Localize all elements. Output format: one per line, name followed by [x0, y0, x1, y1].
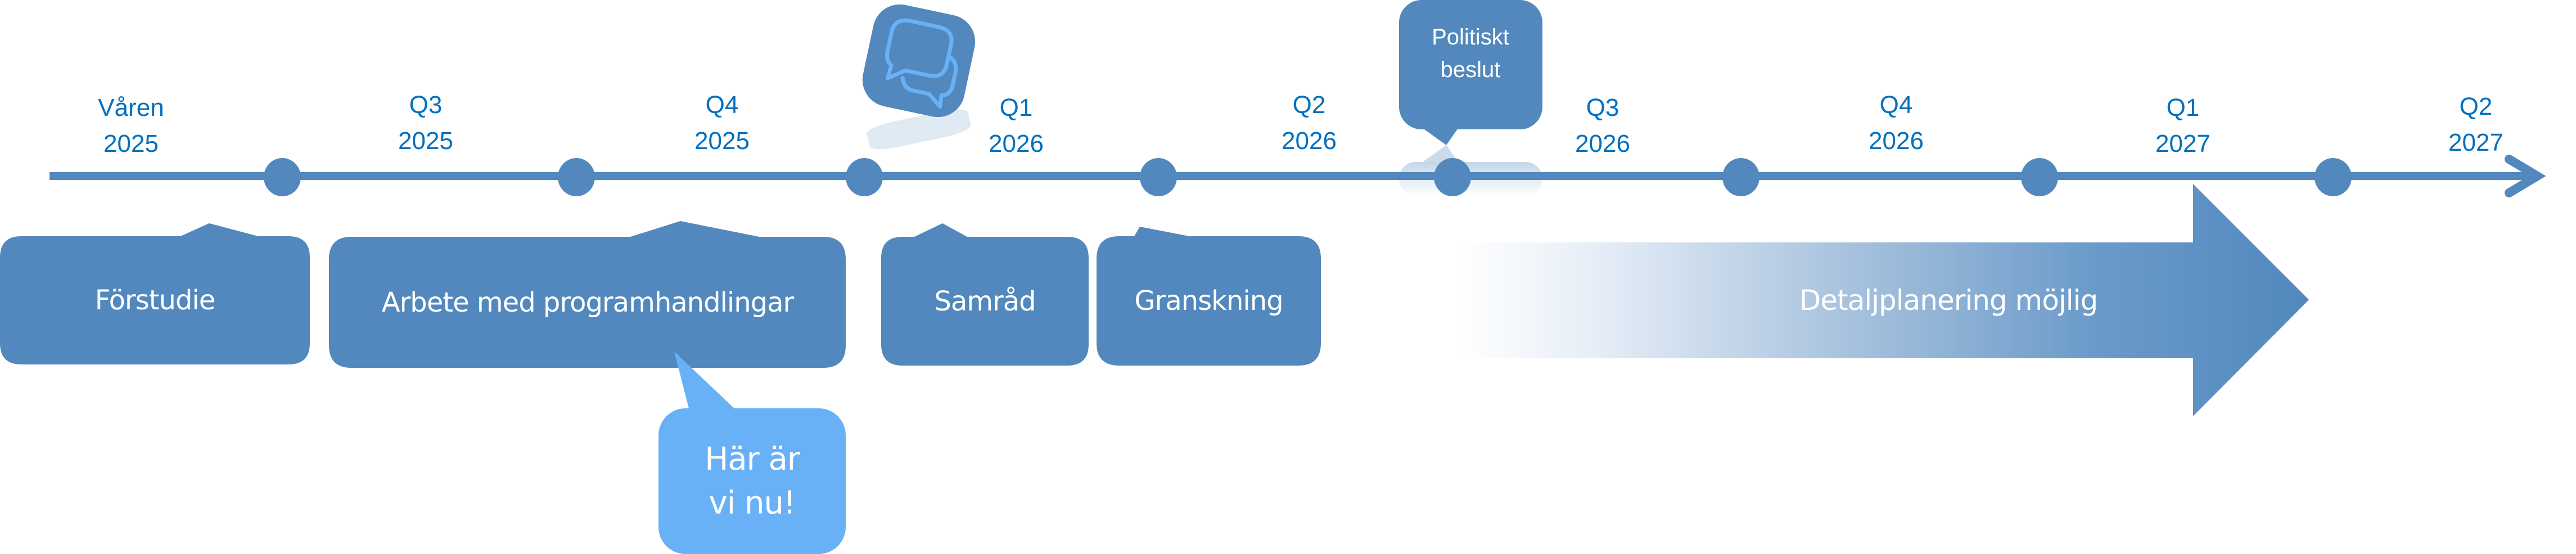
milestone-dot — [2315, 158, 2352, 196]
phase-label-arbete: Arbete med programhandlingar — [381, 286, 795, 318]
phase-samrad — [881, 223, 1089, 366]
milestone-dot — [846, 158, 883, 196]
timeline-axis — [49, 172, 2529, 180]
phase-forstudie — [0, 223, 310, 364]
milestone-dot — [1722, 158, 1760, 196]
milestone-dot — [1434, 158, 1471, 196]
chat-bubbles-icon — [862, 4, 976, 118]
current-position-callout — [658, 352, 846, 554]
phase-label-granskning: Granskning — [1134, 285, 1283, 317]
milestone-dot — [558, 158, 595, 196]
phase-label-forstudie: Förstudie — [94, 285, 216, 316]
outcome-arrow — [1460, 184, 2309, 416]
phase-label-samrad: Samråd — [934, 285, 1036, 317]
phase-granskning — [1097, 227, 1321, 366]
outcome-arrow-label: Detaljplanering möjlig — [1799, 284, 2099, 317]
milestone-dot — [264, 158, 301, 196]
decision-label: Politiskt beslut — [1432, 25, 1509, 82]
timeline-arrowhead — [2505, 155, 2546, 197]
milestone-dots — [264, 158, 2352, 196]
milestone-dot — [1140, 158, 1177, 196]
chat-icon-reflection — [867, 109, 971, 150]
decision-callout — [1399, 0, 1542, 145]
decision-tail-reflection — [1423, 145, 1458, 162]
milestone-dot — [2021, 158, 2058, 196]
current-position-label: Här är vi nu! — [705, 440, 800, 521]
phase-arbete — [329, 221, 846, 368]
